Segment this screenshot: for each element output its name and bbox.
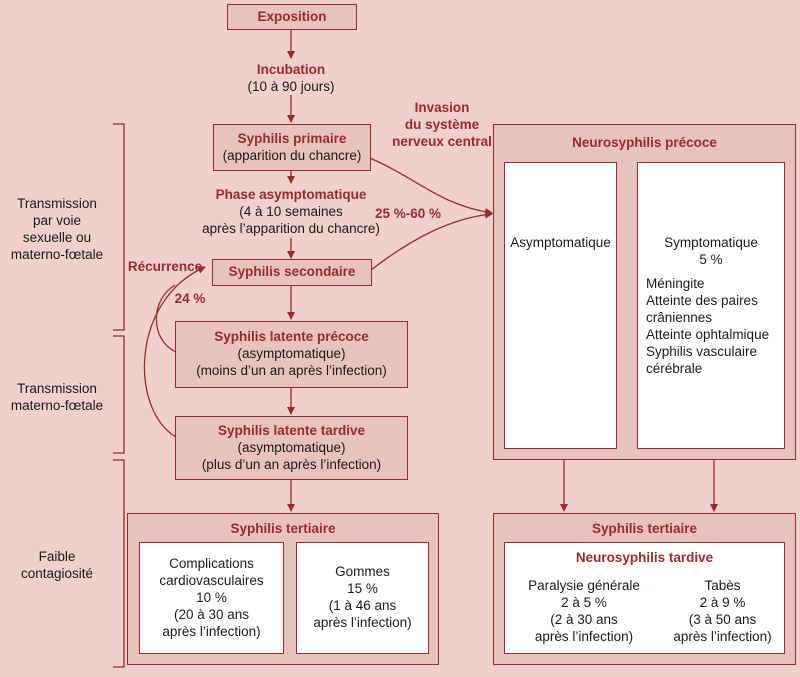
- gommes-line: (1 à 46 ans: [328, 598, 397, 613]
- box-exposition: Exposition: [227, 4, 357, 30]
- side-sexuelle-4: materno-fœtale: [10, 247, 104, 262]
- incubation-detail: (10 à 90 jours): [247, 79, 335, 94]
- recurrence-label: Récurrence: [127, 259, 203, 274]
- gommes-line: 15 %: [347, 581, 378, 596]
- pct-recurrence-label: 24 %: [174, 291, 206, 306]
- bracket-faible: [113, 459, 125, 668]
- invasion-line-3: nerveux central: [392, 134, 492, 149]
- box-symptomatique: Symptomatique 5 % Méningite Atteinte des…: [637, 162, 785, 449]
- paralysie-line: Paralysie générale: [528, 578, 640, 593]
- latente-tardive-detail-1: (asymptomatique): [237, 440, 346, 455]
- side-materno-2: materno-fœtale: [10, 398, 104, 413]
- latente-precoce-detail-1: (asymptomatique): [237, 346, 346, 361]
- sympto-list: Méningite Atteinte des paires crâniennes…: [646, 275, 769, 377]
- box-latente-tardive: Syphilis latente tardive (asymptomatique…: [175, 416, 408, 480]
- side-label-sexuelle: Transmission par voie sexuelle ou matern…: [2, 195, 112, 263]
- phase-asymptomatique-label: Phase asymptomatique (4 à 10 semaines ap…: [186, 186, 396, 237]
- latente-tardive-title: Syphilis latente tardive: [217, 423, 366, 438]
- sympto-item: crâniennes: [646, 310, 713, 325]
- box-gommes: Gommes 15 % (1 à 46 ans après l’infectio…: [296, 542, 429, 654]
- arrow-primaire-neuro: [369, 157, 493, 216]
- complications-line: 10 %: [196, 590, 227, 605]
- side-faible-2: contagiosité: [20, 566, 94, 581]
- gommes-line: après l’infection): [313, 615, 412, 630]
- sympto-label: Symptomatique: [664, 235, 758, 250]
- phase-detail-1: (4 à 10 semaines: [239, 204, 343, 219]
- paralysie-line: après l’infection): [534, 629, 634, 644]
- phase-detail-2: après l’apparition du chancre): [202, 221, 380, 236]
- tabes-line: 2 à 9 %: [699, 595, 746, 610]
- side-faible-1: Faible: [38, 549, 76, 564]
- box-latente-precoce: Syphilis latente précoce (asymptomatique…: [175, 321, 408, 388]
- invasion-label: Invasion du système nerveux central: [382, 99, 502, 150]
- sympto-item: Atteinte ophtalmique: [646, 327, 770, 342]
- box-asymptomatique: Asymptomatique: [504, 162, 617, 449]
- sympto-item: cérébrale: [646, 361, 703, 376]
- sympto-item: Atteinte des paires: [646, 293, 758, 308]
- pct-neuro-label: 25 %-60 %: [374, 206, 442, 221]
- neuro-tardive-title: Neurosyphilis tardive: [575, 550, 714, 565]
- latente-tardive-detail-2: (plus d’un an après l’infection): [201, 457, 382, 472]
- side-sexuelle-1: Transmission: [17, 196, 97, 211]
- sympto-pct: 5 %: [699, 252, 723, 267]
- incubation-label: Incubation (10 à 90 jours): [210, 61, 372, 95]
- primaire-detail: (apparition du chancre): [222, 148, 362, 163]
- tertiaire-right-title: Syphilis tertiaire: [591, 521, 698, 536]
- tertiaire-left-title: Syphilis tertiaire: [230, 521, 336, 536]
- incubation-title: Incubation: [256, 62, 326, 77]
- box-neurosyphilis-tardive: Neurosyphilis tardive Paralysie générale…: [504, 542, 785, 654]
- latente-precoce-title: Syphilis latente précoce: [214, 329, 369, 344]
- sympto-item: Syphilis vasculaire: [646, 344, 758, 359]
- complications-line: (20 à 30 ans: [173, 607, 250, 622]
- gommes-line: Gommes: [335, 564, 390, 579]
- side-label-faible: Faible contagiosité: [2, 548, 112, 582]
- phase-title: Phase asymptomatique: [215, 187, 367, 202]
- box-complications: Complications cardiovasculaires 10 % (20…: [139, 542, 284, 654]
- box-syphilis-primaire: Syphilis primaire (apparition du chancre…: [213, 124, 371, 171]
- latente-precoce-detail-2: (moins d’un an après l’infection): [196, 363, 387, 378]
- side-materno-1: Transmission: [17, 381, 97, 396]
- side-label-materno: Transmission materno-fœtale: [2, 380, 112, 414]
- tabes-line: Tabès: [704, 578, 741, 593]
- complications-line: cardiovasculaires: [159, 573, 264, 588]
- invasion-line-2: du système: [404, 117, 480, 132]
- tabes-line: (3 à 50 ans: [688, 612, 757, 627]
- primaire-title: Syphilis primaire: [237, 131, 347, 146]
- arrow-secondaire-neuro: [370, 210, 493, 271]
- paralysie-block: Paralysie générale 2 à 5 % (2 à 30 ans a…: [509, 577, 659, 645]
- arrow-recurrence: [143, 266, 206, 438]
- side-sexuelle-3: sexuelle ou: [22, 230, 92, 245]
- sympto-item: Méningite: [646, 276, 705, 291]
- asympto-label: Asymptomatique: [510, 235, 611, 250]
- arrow-recurrence-2: [155, 284, 177, 353]
- side-sexuelle-2: par voie: [32, 213, 82, 228]
- neuro-precoce-title: Neurosyphilis précoce: [572, 135, 717, 150]
- bracket-sexuelle: [113, 123, 125, 331]
- box-syphilis-secondaire: Syphilis secondaire: [212, 259, 372, 286]
- paralysie-line: 2 à 5 %: [561, 595, 607, 610]
- tabes-block: Tabès 2 à 9 % (3 à 50 ans après l’infect…: [665, 577, 780, 645]
- bracket-materno: [113, 335, 125, 454]
- tabes-line: après l’infection): [673, 629, 772, 644]
- complications-line: après l’infection): [162, 624, 261, 639]
- paralysie-line: (2 à 30 ans: [550, 612, 618, 627]
- complications-line: Complications: [169, 556, 254, 571]
- invasion-line-1: Invasion: [414, 100, 470, 115]
